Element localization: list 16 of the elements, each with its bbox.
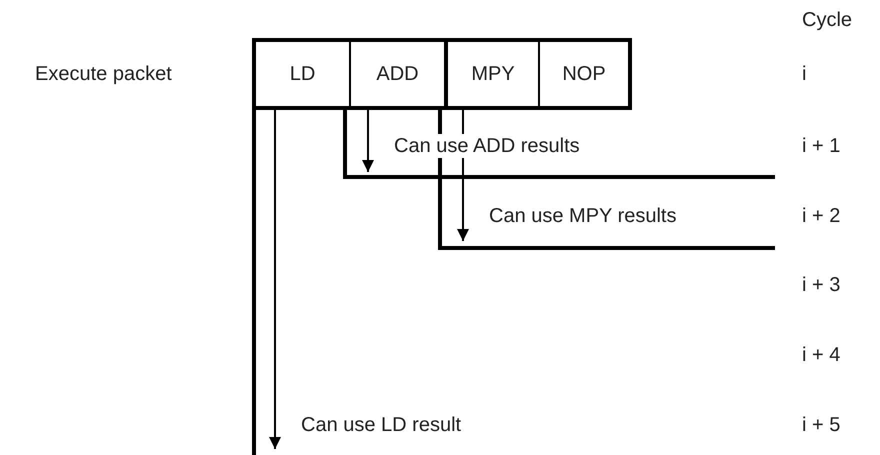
cycle-label: i + 5 (802, 413, 840, 437)
cycle-label: i + 4 (802, 343, 840, 367)
edge-label: Can use ADD results (392, 134, 582, 158)
cycle-label: i + 2 (802, 204, 840, 228)
instruction-slot: NOP (538, 42, 628, 106)
arrow (362, 110, 374, 172)
execute-packet-box (252, 38, 632, 110)
column-heading: Cycle (802, 8, 852, 32)
cycle-label: i + 3 (802, 273, 840, 297)
instruction-slot: ADD (349, 42, 444, 106)
arrow (269, 110, 281, 449)
packet-heading: Execute packet (35, 62, 172, 86)
instruction-slot: MPY (444, 42, 538, 106)
cycle-label: i + 1 (802, 134, 840, 158)
instruction-slot: LD (256, 42, 349, 106)
cycle-label: i (802, 62, 806, 86)
